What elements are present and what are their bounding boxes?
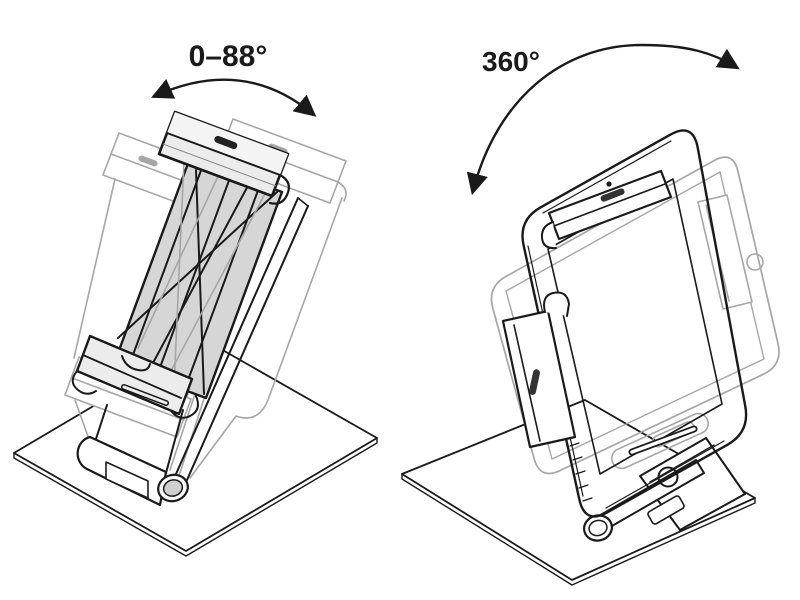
ghost-clamp-bar [610, 412, 710, 470]
link-bar [94, 404, 108, 443]
ghost-rail [73, 178, 116, 359]
rotation-figure: 360° [401, 43, 780, 586]
bottom-clamp-hook [71, 370, 97, 395]
ghost-rail [189, 197, 343, 479]
ghost-top-clamp-right-hook [337, 181, 347, 202]
rotation-angle-label: 360° [482, 46, 540, 77]
bar-latch [647, 495, 685, 525]
bottom-clamp-ridge [82, 354, 182, 399]
brand-logo [214, 135, 238, 150]
base-plate-edge [401, 473, 756, 586]
support-leg [186, 205, 309, 481]
clamp-slot-inner [122, 385, 168, 405]
tilt-angle-label: 0–88° [189, 40, 268, 73]
side-clamp-hook [543, 291, 570, 317]
bottom-clamp-notch [121, 355, 151, 372]
brand-logo [529, 369, 540, 395]
truss-bar [154, 174, 232, 382]
bar-latch [105, 461, 149, 499]
top-clamp-ridge2 [162, 143, 277, 187]
bar-latch-group [647, 495, 685, 525]
hinge-cylinder-face [162, 479, 184, 497]
truss-brace [117, 191, 278, 339]
ghost-bottom-clamp-ridge [71, 377, 185, 421]
tilt-figure: 0–88° [13, 40, 378, 557]
panel-bottom-curl [171, 395, 199, 419]
tilt-arc-arrow [151, 78, 317, 117]
base-plate-edge [13, 437, 378, 557]
bottom-clamp [75, 334, 194, 416]
top-clamp-hook [268, 173, 290, 205]
support-leg-top [297, 197, 309, 207]
home-button [657, 466, 679, 488]
tablet-edge-hatch [569, 442, 593, 502]
ghost-brand-logo [138, 155, 158, 167]
ghost-link-bar [74, 399, 91, 443]
top-clamp-hook [540, 221, 557, 250]
clamp-slot-inner [630, 427, 696, 454]
support-leg [175, 197, 299, 475]
truss-bar-ghost [162, 187, 269, 387]
truss-bar [126, 164, 204, 372]
link-bar [165, 409, 184, 474]
side-clamp-ridge [513, 324, 541, 442]
ghost-home-button [746, 253, 764, 271]
hinge-cylinder-face [588, 519, 608, 537]
rotation-arc-arrow [466, 43, 740, 196]
tablet-edge [605, 440, 725, 509]
truss-brace [145, 181, 251, 377]
truss-brace [195, 169, 205, 395]
top-clamp-ridge [166, 132, 281, 176]
truss-bar-ghost [173, 159, 185, 389]
rear-leg-edge [649, 444, 715, 483]
front-camera-dot [606, 181, 612, 187]
side-clamp [501, 309, 577, 449]
